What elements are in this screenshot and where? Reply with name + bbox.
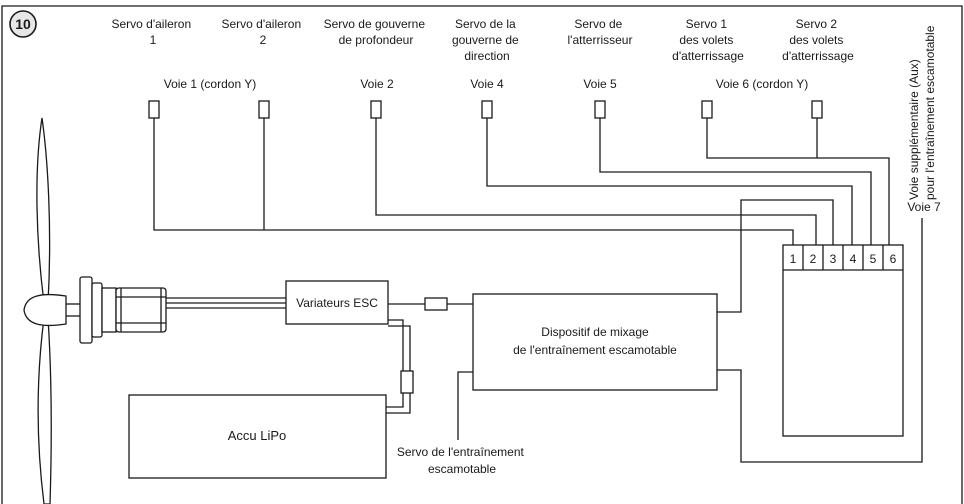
channel-2-label: Voie 2 (360, 77, 394, 91)
servo-label-flap-2: Servo 2 des volets d'atterrissage (782, 17, 854, 63)
battery-connector (400, 370, 414, 394)
servo-connector-aileron-2 (258, 100, 270, 119)
servo-connector-flap-1 (701, 100, 713, 119)
receiver-port-separators (802, 245, 884, 270)
wire-connector-battery-b (386, 393, 411, 414)
channel-6-label: Voie 6 (cordon Y) (716, 77, 809, 91)
wire-esc-battery-b (388, 325, 411, 371)
retract-servo-label: Servo de l'entraînement escamotable (397, 445, 527, 476)
servo-connector-elevator (370, 100, 382, 119)
wire-mixer-to-channel-3 (717, 199, 834, 313)
servo-label-aileron-1: Servo d'aileron 1 (111, 17, 194, 47)
wire-landing-gear (599, 118, 872, 245)
servo-connector-aileron-1 (148, 100, 160, 119)
servo-connector-landing-gear (594, 100, 606, 119)
esc-mixer-connector (424, 297, 448, 311)
aux-channel-number: Voie 7 (907, 200, 941, 214)
servo-label-landing-gear: Servo de l'atterrisseur (568, 17, 633, 47)
receiver-port-3: 3 (830, 252, 837, 266)
wire-connector-battery-a (386, 393, 404, 408)
wire-aux-channel-7 (717, 218, 923, 463)
esc (285, 280, 389, 325)
diagram-frame (1, 5, 963, 504)
receiver-port-2: 2 (810, 252, 817, 266)
figure-number-badge (9, 10, 37, 38)
motor-icon (79, 276, 167, 344)
servo-label-flap-1: Servo 1 des volets d'atterrissage (672, 17, 744, 63)
propeller-icon (23, 117, 80, 504)
mixer-label-line-2: de l'entraînement escamotable (513, 343, 677, 357)
mixer-label-line-1: Dispositif de mixage (541, 325, 649, 339)
receiver (782, 244, 904, 437)
wire-aileron-1 (153, 118, 794, 245)
figure-number: 10 (15, 16, 31, 32)
servo-connector-flap-2 (811, 100, 823, 119)
servo-label-aileron-2: Servo d'aileron 2 (221, 17, 304, 47)
retract-mixer (472, 293, 718, 391)
servo-label-elevator: Servo de gouverne de profondeur (324, 17, 429, 47)
channel-4-label: Voie 4 (470, 77, 504, 91)
servo-connector-rudder (481, 100, 493, 119)
lipo-battery (128, 394, 387, 479)
receiver-port-4: 4 (850, 252, 857, 266)
motor-esc-wires (166, 297, 286, 309)
receiver-port-6: 6 (890, 252, 897, 266)
wire-flap-1 (706, 118, 890, 245)
aux-channel-purpose: pour l'entraînement escamotable (923, 25, 937, 200)
receiver-port-1: 1 (790, 252, 797, 266)
aux-channel-label: Voie supplémentaire (Aux) (907, 59, 921, 200)
channel-1-label: Voie 1 (cordon Y) (164, 77, 257, 91)
battery-label: Accu LiPo (228, 428, 287, 443)
wire-retract-servo (457, 371, 473, 440)
esc-label: Variateurs ESC (296, 296, 378, 310)
wire-rudder (486, 118, 853, 245)
wire-elevator (375, 118, 817, 245)
wire-esc-battery-a (388, 319, 404, 371)
servo-label-rudder: Servo de la gouverne de direction (452, 17, 522, 63)
receiver-port-5: 5 (870, 252, 877, 266)
channel-5-label: Voie 5 (583, 77, 617, 91)
